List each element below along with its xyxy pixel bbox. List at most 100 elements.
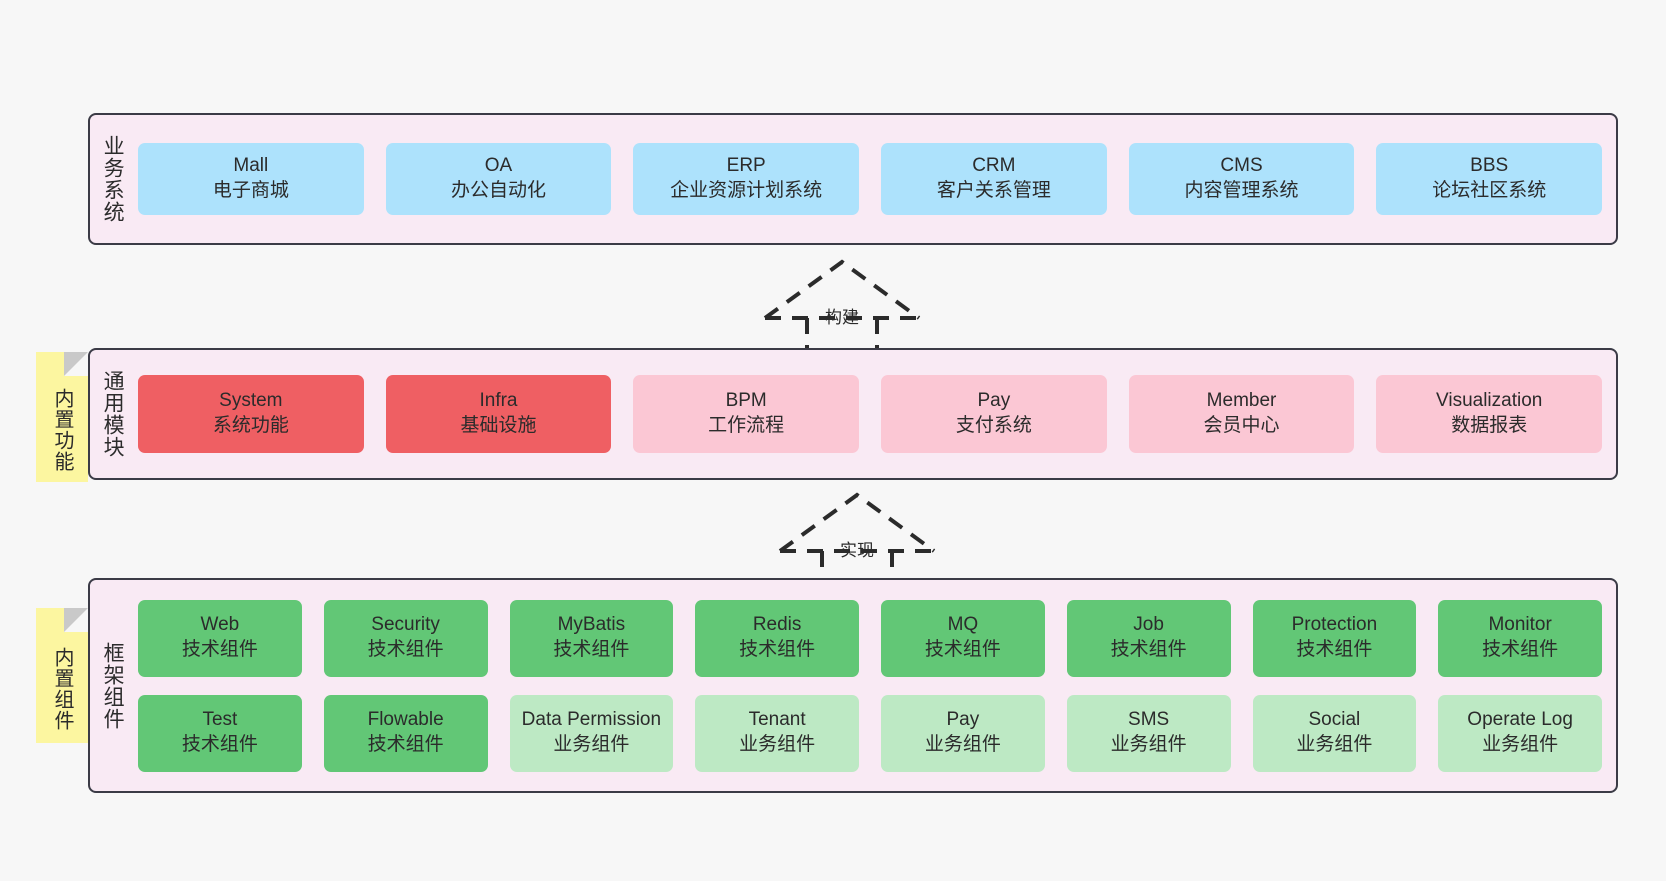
- card-subtitle: 业务组件: [553, 734, 630, 755]
- sticky-note-builtin-components: 内置组件: [36, 608, 88, 743]
- layer-title-business: 业务系统: [101, 135, 125, 223]
- sticky-note-label: 内置组件: [51, 646, 73, 731]
- sticky-note-builtin-functions: 内置功能: [36, 352, 88, 482]
- card-protection[interactable]: Protection 技术组件: [1252, 599, 1417, 677]
- card-mq[interactable]: MQ 技术组件: [881, 599, 1045, 677]
- card-subtitle: 电子商城: [212, 180, 289, 201]
- card-title: Redis: [752, 614, 802, 636]
- card-sms[interactable]: SMS 业务组件: [1066, 694, 1231, 772]
- card-visualization[interactable]: Visualization 数据报表: [1376, 375, 1603, 453]
- card-test[interactable]: Test 技术组件: [138, 694, 302, 772]
- card-oa[interactable]: OA 办公自动化: [385, 143, 612, 215]
- card-title: Pay: [977, 390, 1011, 412]
- card-title: Infra: [479, 390, 518, 412]
- card-bpm[interactable]: BPM 工作流程: [633, 375, 860, 453]
- card-subtitle: 技术组件: [367, 639, 444, 660]
- card-pay[interactable]: Pay 支付系统: [881, 375, 1107, 453]
- card-subtitle: 客户关系管理: [936, 180, 1051, 201]
- layer-title-framework: 框架组件: [101, 641, 125, 730]
- layer-framework-components: 框架组件 Web 技术组件 Security 技术组件 MyBatis 技术组件…: [88, 578, 1618, 793]
- card-bbs[interactable]: BBS 论坛社区系统: [1376, 143, 1603, 215]
- card-title: Member: [1206, 390, 1277, 412]
- card-subtitle: 技术组件: [367, 734, 444, 755]
- realization-arrow-implement: 实现: [772, 491, 942, 587]
- card-subtitle: 系统功能: [212, 415, 289, 436]
- card-subtitle: 内容管理系统: [1184, 180, 1299, 201]
- card-row: Mall 电子商城 OA 办公自动化 ERP 企业资源计划系统 CRM 客户关系…: [138, 143, 1603, 215]
- card-title: Monitor: [1488, 614, 1552, 636]
- card-cms[interactable]: CMS 内容管理系统: [1128, 143, 1355, 215]
- card-subtitle: 业务组件: [1296, 734, 1373, 755]
- card-subtitle: 技术组件: [553, 639, 630, 660]
- layer-title-modules: 通用模块: [101, 370, 125, 458]
- arrow-head-outline: [778, 492, 936, 553]
- card-security[interactable]: Security 技术组件: [323, 599, 488, 677]
- realization-arrow-build: 构建: [757, 258, 927, 354]
- card-row: Web 技术组件 Security 技术组件 MyBatis 技术组件 Redi…: [138, 599, 1602, 677]
- card-flowable[interactable]: Flowable 技术组件: [323, 694, 488, 772]
- arrow-label-build: 构建: [825, 308, 859, 327]
- card-subtitle: 业务组件: [924, 734, 1001, 755]
- card-title: Security: [371, 614, 440, 636]
- card-monitor[interactable]: Monitor 技术组件: [1438, 599, 1602, 677]
- card-subtitle: 支付系统: [955, 415, 1032, 436]
- card-system[interactable]: System 系统功能: [138, 375, 364, 453]
- card-title: MyBatis: [557, 614, 626, 636]
- card-member[interactable]: Member 会员中心: [1128, 375, 1355, 453]
- card-title: Pay: [946, 709, 980, 731]
- card-title: Tenant: [748, 709, 806, 731]
- arrow-head-outline: [763, 259, 921, 320]
- card-row: System 系统功能 Infra 基础设施 BPM 工作流程 Pay 支付系统…: [138, 375, 1603, 453]
- card-subtitle: 业务组件: [1110, 734, 1187, 755]
- card-title: Mall: [233, 155, 269, 177]
- card-title: Operate Log: [1467, 709, 1573, 731]
- card-subtitle: 技术组件: [739, 639, 816, 660]
- card-title: Protection: [1291, 614, 1378, 636]
- sticky-note-label: 内置功能: [51, 388, 73, 472]
- layer-business-systems: 业务系统 Mall 电子商城 OA 办公自动化 ERP 企业资源计划系统 CRM…: [88, 113, 1618, 245]
- card-title: Social: [1308, 709, 1361, 731]
- card-subtitle: 技术组件: [181, 639, 258, 660]
- card-job[interactable]: Job 技术组件: [1066, 599, 1231, 677]
- layer-common-modules: 通用模块 System 系统功能 Infra 基础设施 BPM 工作流程 Pay…: [88, 348, 1618, 480]
- card-pay-component[interactable]: Pay 业务组件: [881, 694, 1045, 772]
- card-subtitle: 基础设施: [460, 415, 537, 436]
- card-redis[interactable]: Redis 技术组件: [695, 599, 859, 677]
- card-web[interactable]: Web 技术组件: [138, 599, 302, 677]
- arrow-label-implement: 实现: [840, 541, 874, 560]
- layer-body-framework: Web 技术组件 Security 技术组件 MyBatis 技术组件 Redi…: [134, 580, 1616, 791]
- card-title: BBS: [1470, 155, 1509, 177]
- card-title: Flowable: [367, 709, 444, 731]
- card-subtitle: 数据报表: [1451, 415, 1528, 436]
- layer-body-business: Mall 电子商城 OA 办公自动化 ERP 企业资源计划系统 CRM 客户关系…: [134, 115, 1616, 243]
- card-operate-log[interactable]: Operate Log 业务组件: [1438, 694, 1602, 772]
- card-row: Test 技术组件 Flowable 技术组件 Data Permission …: [138, 694, 1602, 772]
- card-subtitle: 企业资源计划系统: [670, 180, 823, 201]
- card-title: System: [219, 390, 283, 412]
- card-infra[interactable]: Infra 基础设施: [385, 375, 612, 453]
- card-subtitle: 技术组件: [1110, 639, 1187, 660]
- card-crm[interactable]: CRM 客户关系管理: [881, 143, 1107, 215]
- card-subtitle: 业务组件: [739, 734, 816, 755]
- card-title: Data Permission: [521, 709, 662, 731]
- card-data-permission[interactable]: Data Permission 业务组件: [509, 694, 674, 772]
- card-title: Visualization: [1436, 390, 1543, 412]
- card-subtitle: 工作流程: [708, 415, 785, 436]
- card-title: BPM: [725, 390, 767, 412]
- card-erp[interactable]: ERP 企业资源计划系统: [633, 143, 860, 215]
- card-subtitle: 论坛社区系统: [1432, 180, 1547, 201]
- card-mall[interactable]: Mall 电子商城: [138, 143, 364, 215]
- card-subtitle: 技术组件: [1482, 639, 1559, 660]
- card-subtitle: 技术组件: [181, 734, 258, 755]
- card-subtitle: 技术组件: [1296, 639, 1373, 660]
- card-social[interactable]: Social 业务组件: [1252, 694, 1417, 772]
- card-title: SMS: [1128, 709, 1170, 731]
- card-mybatis[interactable]: MyBatis 技术组件: [509, 599, 674, 677]
- card-title: ERP: [726, 155, 766, 177]
- card-subtitle: 技术组件: [924, 639, 1001, 660]
- card-title: MQ: [947, 614, 979, 636]
- card-subtitle: 业务组件: [1482, 734, 1559, 755]
- card-tenant[interactable]: Tenant 业务组件: [695, 694, 859, 772]
- card-title: Test: [202, 709, 238, 731]
- card-title: Web: [200, 614, 240, 636]
